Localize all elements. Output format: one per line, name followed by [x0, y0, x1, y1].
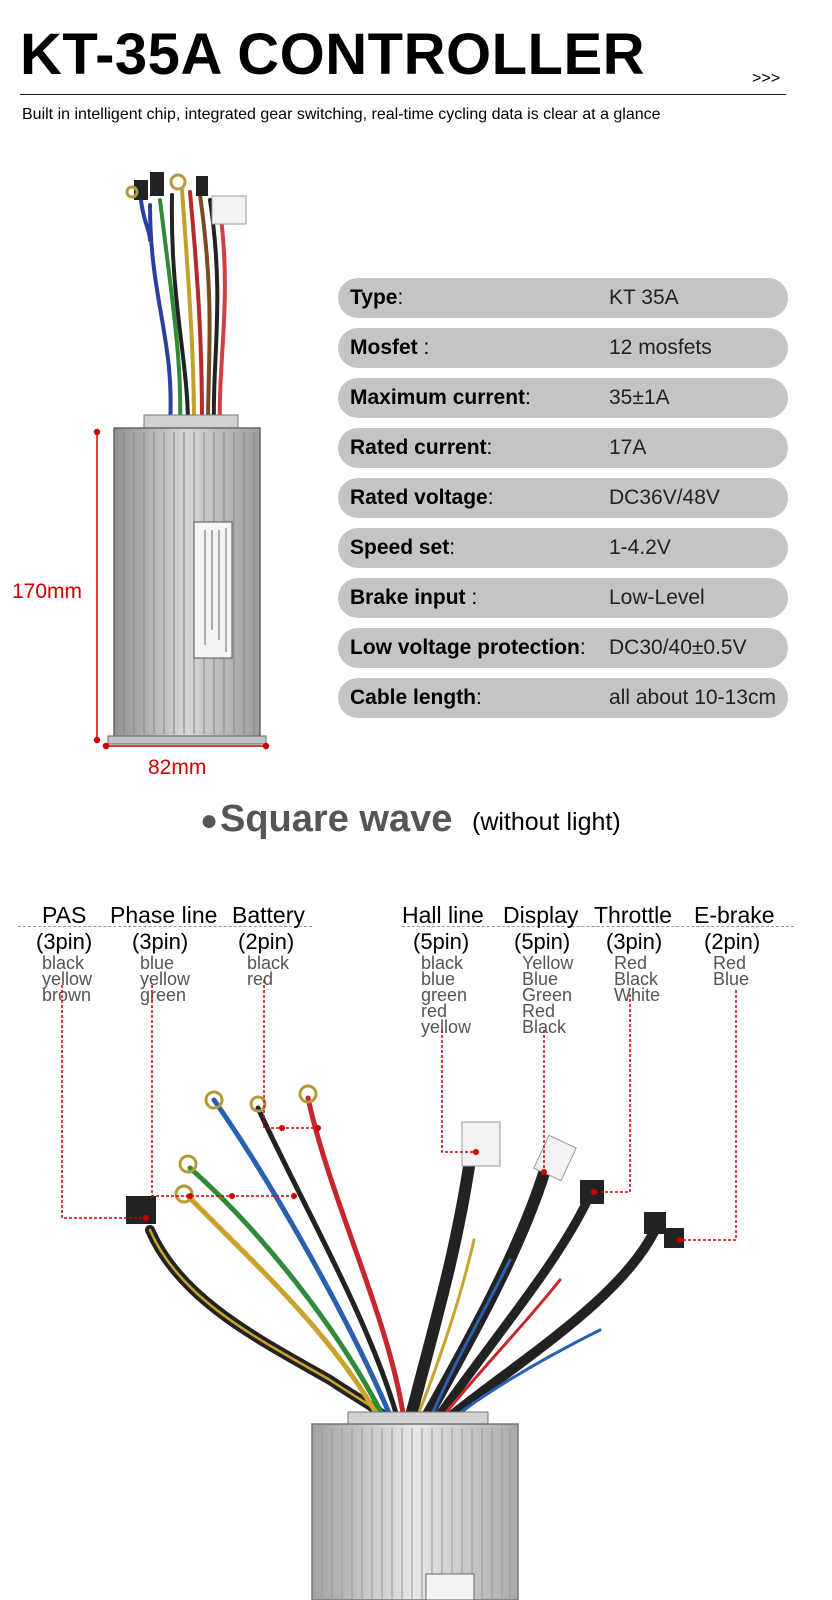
- callout-dots: [143, 1125, 683, 1243]
- width-dimension-label: 82mm: [148, 756, 207, 779]
- spec-row-type: Type: KT 35A: [338, 278, 788, 318]
- wire-group-pins: (2pin): [238, 929, 295, 954]
- spec-key: Rated current: [350, 436, 487, 459]
- wire-colors: black yellow brown: [42, 953, 93, 1005]
- spec-key: Speed set: [350, 536, 450, 559]
- page-title: KT-35A CONTROLLER: [20, 22, 646, 87]
- wire-group-phase-line: Phase line (3pin) blue yellow green: [110, 902, 218, 1005]
- wire-group-name: Display: [503, 902, 579, 928]
- callout-lines: [61, 980, 737, 1241]
- spec-sep: :: [486, 436, 493, 459]
- spec-value: Low-Level: [609, 586, 705, 609]
- wire-group-pins: (3pin): [132, 929, 189, 954]
- spec-key: Brake input: [350, 586, 466, 609]
- wire-colors: blue yellow green: [140, 953, 191, 1005]
- spec-value: 35±1A: [609, 386, 670, 409]
- spec-row-mosfet: Mosfet : 12 mosfets: [338, 328, 788, 368]
- spec-sep: :: [487, 486, 494, 509]
- spec-sep: :: [465, 586, 478, 609]
- spec-value: KT 35A: [609, 286, 679, 309]
- subtitle: Built in intelligent chip, integrated ge…: [22, 106, 661, 123]
- wire-group-name: PAS: [42, 902, 87, 928]
- spec-value: 1-4.2V: [609, 536, 671, 559]
- wire-group-pas: PAS (3pin) black yellow brown: [36, 902, 93, 1005]
- wire-group-throttle: Throttle (3pin) Red Black White: [594, 902, 672, 1005]
- spec-key: Cable length: [350, 686, 477, 709]
- wire-colors: black blue green red yellow: [421, 953, 472, 1037]
- spec-sep: :: [397, 286, 404, 309]
- title-underline: [20, 94, 786, 95]
- spec-row-brake-input: Brake input : Low-Level: [338, 578, 788, 618]
- wire-bundle: [138, 188, 227, 427]
- wire-group-name: E-brake: [694, 902, 775, 928]
- spec-row-rated-current: Rated current: 17A: [338, 428, 788, 468]
- spec-sep: :: [417, 336, 430, 359]
- wire-colors: Yellow Blue Green Red Black: [522, 953, 574, 1037]
- spec-row-speed-set: Speed set: 1-4.2V: [338, 528, 788, 568]
- spec-value: 12 mosfets: [609, 336, 712, 359]
- spec-row-rated-voltage: Rated voltage: DC36V/48V: [338, 478, 788, 518]
- wire-group-name: Battery: [232, 902, 305, 928]
- spec-value: DC30/40±0.5V: [609, 636, 747, 659]
- wire-group-pins: (3pin): [606, 929, 663, 954]
- wire-group-name: Throttle: [594, 902, 672, 928]
- spec-key: Maximum current: [350, 386, 526, 409]
- wire-group-pins: (5pin): [514, 929, 571, 954]
- controller-illustration: [93, 172, 270, 750]
- more-arrows[interactable]: >>>: [752, 70, 781, 87]
- wire-group-name: Hall line: [402, 902, 484, 928]
- spec-key: Low voltage protection: [350, 636, 580, 659]
- controller-housing: [107, 414, 267, 745]
- spec-sep: :: [476, 686, 482, 709]
- spec-key: Type: [350, 286, 398, 309]
- spec-key: Rated voltage: [350, 486, 488, 509]
- wire-group-battery: Battery (2pin) black red: [232, 902, 305, 989]
- wire-group-pins: (2pin): [704, 929, 761, 954]
- controller-housing-bottom: [311, 1411, 519, 1600]
- section-title: Square wave: [220, 798, 453, 840]
- spec-row-maximum-current: Maximum current: 35±1A: [338, 378, 788, 418]
- bullet-dot: ●: [200, 804, 219, 837]
- spec-key: Mosfet: [350, 336, 418, 359]
- wire-colors: Red Black White: [614, 953, 661, 1005]
- wire-colors: Red Blue: [713, 953, 750, 989]
- spec-sep: :: [579, 636, 586, 659]
- spec-row-cable-length: Cable length: all about 10-13cm: [338, 678, 788, 718]
- wire-group-hall-line: Hall line (5pin) black blue green red ye…: [402, 902, 484, 1037]
- height-dimension-label: 170mm: [12, 580, 83, 603]
- spec-row-low-voltage-protection: Low voltage protection: DC30/40±0.5V: [338, 628, 788, 668]
- header-divider-right: [402, 926, 794, 927]
- wire-group-e-brake: E-brake (2pin) Red Blue: [694, 902, 775, 989]
- wire-terminals: [126, 1084, 684, 1248]
- wire-group-pins: (3pin): [36, 929, 93, 954]
- spec-value: 17A: [609, 436, 647, 459]
- spec-value: DC36V/48V: [609, 486, 720, 509]
- wire-group-pins: (5pin): [413, 929, 470, 954]
- wire-group-display: Display (5pin) Yellow Blue Green Red Bla…: [503, 902, 579, 1037]
- header-divider-left: [18, 926, 312, 927]
- wire-group-name: Phase line: [110, 902, 218, 928]
- spec-sep: :: [449, 536, 456, 559]
- dimension-lines: [93, 428, 270, 750]
- wire-colors: black red: [247, 953, 290, 989]
- wiring-cables: [145, 1095, 660, 1426]
- section-note: (without light): [472, 808, 621, 836]
- spec-value: all about 10-13cm: [609, 686, 776, 709]
- connectors: [125, 172, 247, 225]
- spec-sep: :: [525, 386, 531, 409]
